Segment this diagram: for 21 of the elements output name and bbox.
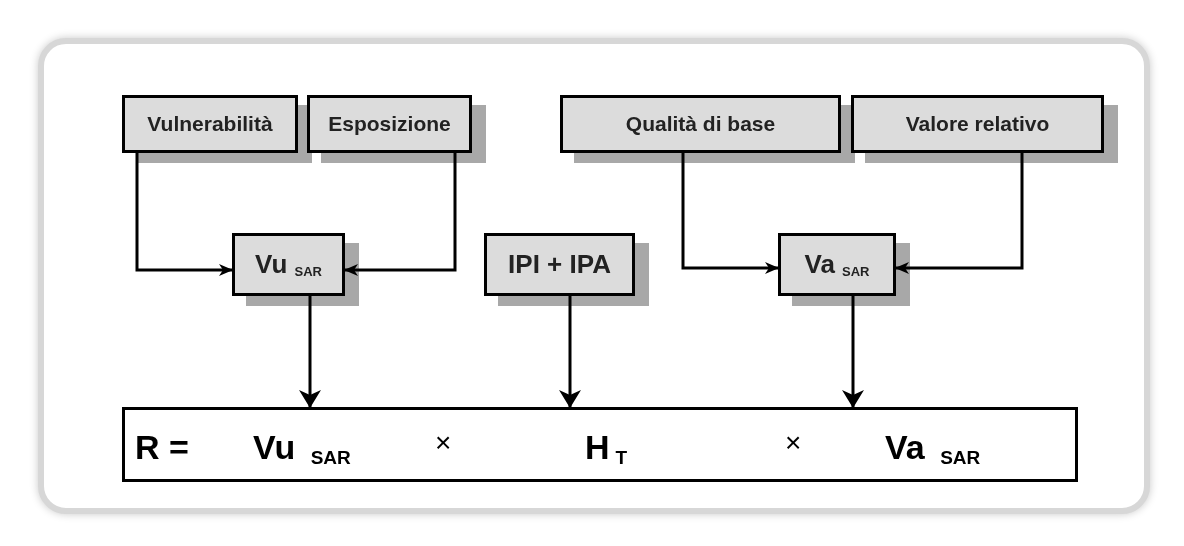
formula-term: Vu $_{SAR}$ [253,427,351,470]
formula-term: H$_{T}$ [585,427,628,470]
box-label: Vulnerabilità [147,111,273,138]
arrow [681,153,779,274]
box-label: Vu $_{SAR}$ [255,248,322,282]
arrow [842,296,864,408]
formula-term: Va $_{SAR}$ [885,427,981,470]
box-label: Esposizione [328,111,451,138]
arrow [344,153,457,276]
arrow [135,153,233,276]
arrow [895,153,1024,274]
box-label: Qualità di base [625,111,776,138]
formula-box [122,407,1078,482]
box-label: IPI + IPA [508,248,611,281]
box-label: Va $_{SAR}$ [804,248,870,282]
box-label: Valore relativo [905,111,1050,138]
formula-term: × [785,426,802,460]
arrow [299,296,321,408]
arrow [559,296,581,408]
formula-term: × [435,426,452,460]
formula-term: R = [135,427,189,468]
